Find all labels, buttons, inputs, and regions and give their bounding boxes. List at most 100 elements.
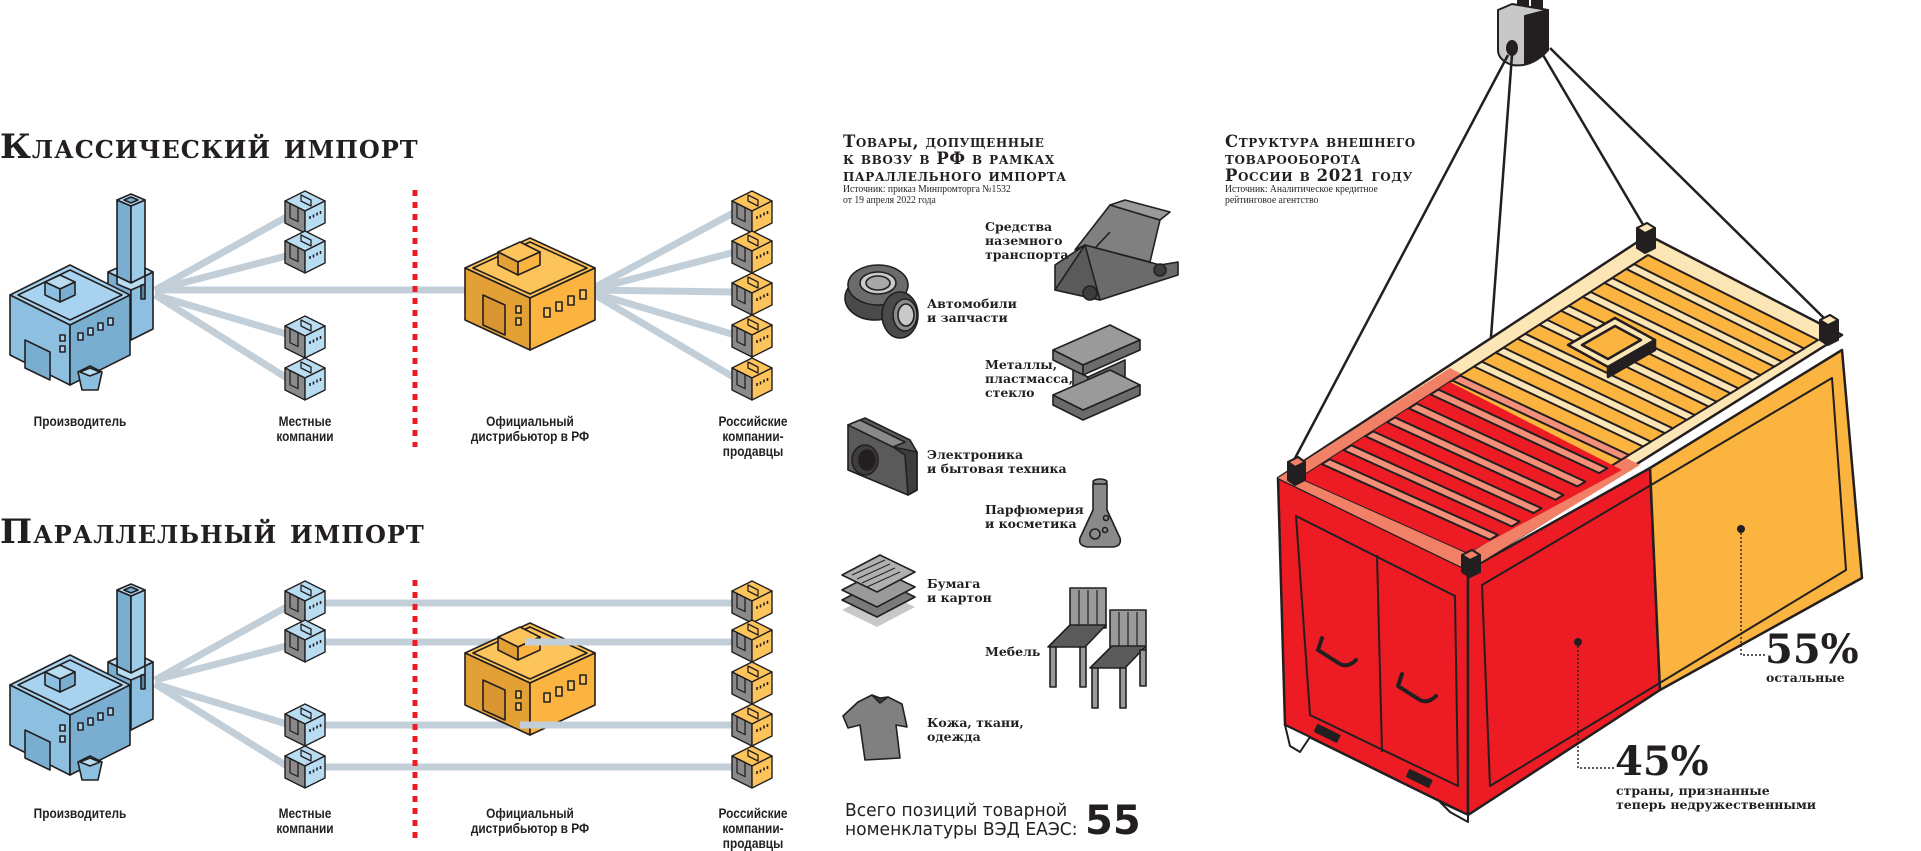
label-producer: Производитель [33,414,127,429]
link-producer-local-3 [153,680,292,729]
goods-item-line: Металлы, [985,357,1058,372]
chairs-icon [1047,587,1147,709]
others-caption: остальные [1766,670,1845,685]
goods-item-label: Электроника и бытовая техника [927,448,1067,476]
link-distributor-seller-1 [588,208,737,294]
unfriendly-caption: страны, признанные теперь недружественны… [1616,784,1816,812]
roof-slat [1581,291,1762,381]
goods-item-line: Автомобили [927,296,1017,311]
car-icon [1054,199,1179,301]
goods-item-line: стекло [985,385,1035,400]
label-local-companies: Местные компании [276,806,334,836]
goods-source-line1: Источник: приказ Минпромторга №1532 [843,184,1011,195]
goods-header: Товары, допущенные к ввозу в РФ в рамках… [843,133,1067,206]
container-side-panel [1481,377,1847,787]
goods-title-line1: Товары, допущенные [843,132,1045,151]
roof-slat [1342,444,1521,528]
link-distributor-seller-5 [588,288,737,382]
roof-slat [1451,374,1631,461]
unfriendly-caption-line2: теперь недружественными [1616,797,1817,812]
roof-slat [1625,263,1806,355]
crane-hook-icon [1497,0,1549,67]
import-diagrams [9,190,773,838]
ibeam-icon [1052,324,1141,421]
trade-source-line2: рейтинговое агентство [1225,195,1319,206]
goods-item-line: Бумага [927,576,981,591]
goods-item-line: и картон [927,590,992,605]
goods-item-label: Автомобили и запчасти [927,297,1017,325]
label-sellers: Российские компании-продавцы [718,414,788,459]
unfriendly-percent: 45% [1615,738,1709,785]
roof-slat [1494,346,1674,435]
goods-item-label: Металлы, пластмасса, стекло [985,358,1073,400]
distributor-icon [464,622,596,736]
goods-item-line: Кожа, ткани, [927,715,1024,730]
tshirt-icon [842,694,908,761]
paper-stack-icon [841,554,916,627]
link-producer-local-2 [154,251,291,294]
roof-slat [1603,277,1784,368]
container-door-frame [1295,515,1459,787]
label-producer: Производитель [33,806,127,821]
goods-item-line: и бытовая техника [927,461,1067,476]
roof-slat [1407,402,1587,488]
goods-item-label: Мебель [985,645,1040,659]
tires-icon [844,264,919,339]
container-door-split [1376,554,1383,753]
goods-item-line: одежда [927,729,981,744]
goods-item-label: Кожа, ткани, одежда [927,716,1024,744]
goods-item-line: Средства [985,219,1053,234]
link-producer-local-4 [153,292,292,383]
roof-slat [1364,430,1543,515]
goods-item-line: Парфюмерия [985,502,1084,517]
container-corners [1287,222,1839,578]
trade-title-line2: товарооборота [1225,149,1361,168]
link-producer-local-2 [154,641,291,684]
factory-icon [9,193,154,391]
goods-item-line: Мебель [985,644,1041,659]
chart-segment-others [1648,348,1864,692]
parallel-import-title: Параллельный импорт [0,512,425,552]
classic-import-title: Классический импорт [0,127,419,167]
link-distributor-seller-4 [589,288,736,339]
classic-connections [153,208,737,383]
total-label-line1: Всего позиций товарной [845,800,1068,821]
label-local-companies: Местные компании [276,414,334,444]
link-producer-local-1 [153,211,292,294]
goods-item-label: Бумага и картон [927,577,992,605]
roof-slat [1473,360,1652,448]
link-producer-local-3 [154,291,291,339]
camera-icon [847,417,918,496]
trade-title-line1: Структура внешнего [1225,132,1416,151]
cable [1549,47,1829,323]
door-handle-icon [1316,636,1358,668]
total-label-line2: номенклатуры ВЭД ЕАЭС: [845,819,1078,840]
door-handle-icon [1396,672,1438,704]
goods-item-line: пластмасса, [985,371,1074,386]
link-distributor-seller-3 [589,286,736,296]
goods-item-line: транспорта [985,247,1069,262]
factory-icon [9,583,154,781]
goods-source-line2: от 19 апреля 2022 года [843,195,936,206]
goods-item-line: наземного [985,233,1063,248]
link-distributor-seller-2 [589,248,736,294]
total-label: Всего позиций товарной номенклатуры ВЭД … [845,801,1077,839]
distributor-icon [464,237,596,351]
total-value: 55 [1085,798,1141,844]
container-panels [1295,377,1847,787]
others-percent: 55% [1765,626,1859,673]
container-feet [1284,724,1469,823]
flask-icon [1078,478,1122,548]
cable [1541,54,1647,229]
link-producer-local-1 [153,601,292,684]
roof-slat [1386,416,1565,501]
leader-line-unfriendly [1577,642,1614,769]
goods-item-line: и запчасти [927,310,1008,325]
roof-slat [1320,458,1499,541]
trade-title-line3: России в 2021 году [1225,166,1413,185]
roof-slat [1516,332,1696,421]
trade-source-line1: Источник: Аналитическое кредитное [1225,184,1378,195]
link-producer-local-4 [153,681,292,771]
goods-item-line: и косметика [985,516,1077,531]
